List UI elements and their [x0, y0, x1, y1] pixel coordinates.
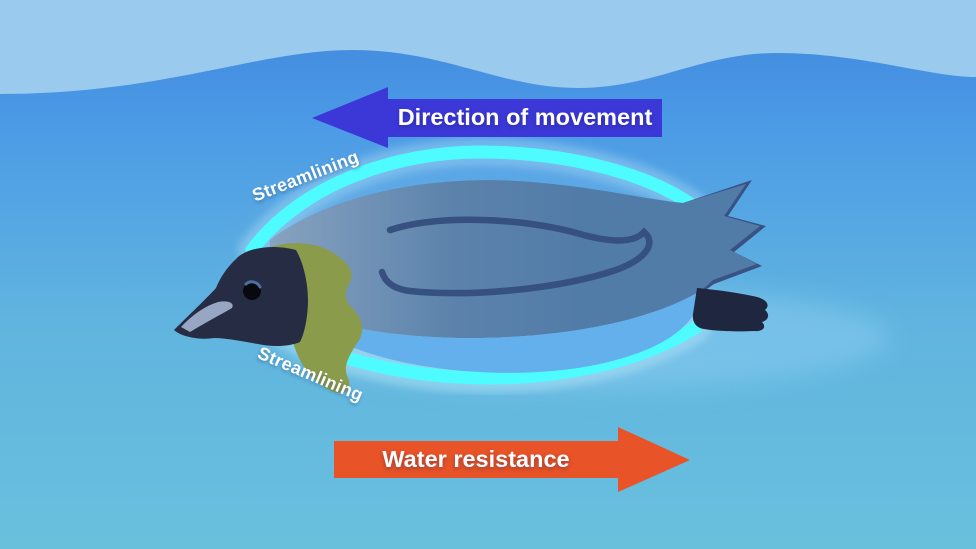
penguin: [174, 180, 769, 394]
sky-and-wave-surface: [0, 0, 976, 94]
penguin-eye-highlight: [244, 280, 262, 289]
direction-of-movement-arrow: [312, 87, 662, 148]
water-resistance-arrow: [334, 427, 690, 492]
penguin-eye: [243, 282, 261, 300]
penguin-body: [269, 180, 760, 338]
streamline-arc-top: [245, 145, 703, 257]
penguin-belly-light: [322, 290, 702, 373]
penguin-beak-stripe: [181, 301, 233, 332]
penguin-feet: [692, 288, 769, 332]
penguin-flipper-outline: [378, 216, 653, 297]
